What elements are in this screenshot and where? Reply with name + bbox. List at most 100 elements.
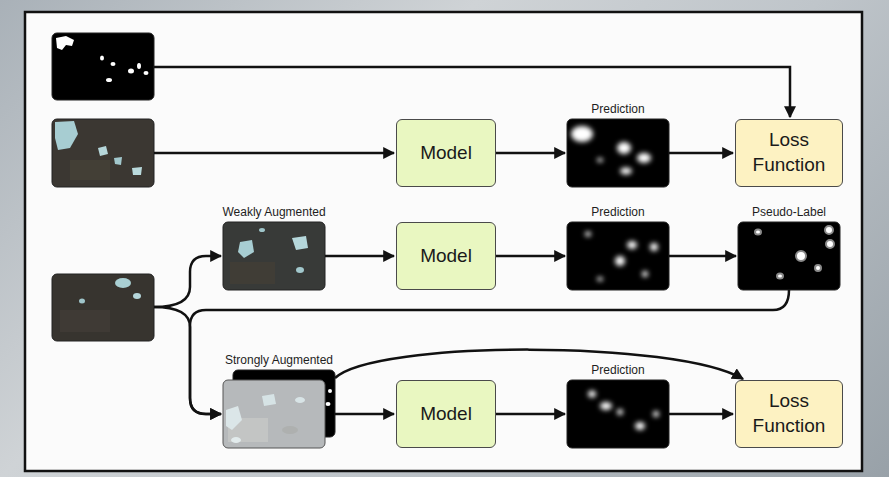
mask-image bbox=[106, 78, 112, 82]
augmented-image bbox=[326, 402, 331, 406]
box-label: Loss Function bbox=[740, 128, 838, 177]
input-wire bbox=[154, 67, 790, 414]
prediction-image bbox=[600, 402, 612, 410]
image-caption: Strongly Augmented bbox=[225, 353, 333, 368]
image-caption: Prediction bbox=[591, 102, 644, 117]
pseudo-label-image bbox=[755, 230, 761, 235]
flow-arrow bbox=[335, 350, 743, 379]
model-box: Model bbox=[396, 119, 496, 187]
augmented-image bbox=[328, 389, 332, 393]
prediction-image bbox=[567, 380, 669, 448]
prediction-image bbox=[585, 232, 591, 237]
prediction-image bbox=[588, 391, 659, 431]
mask-image bbox=[111, 62, 116, 66]
augmented-image: Strongly Augmented bbox=[223, 370, 335, 448]
prediction-image bbox=[653, 411, 659, 417]
prediction-image bbox=[627, 241, 637, 249]
augmented-image bbox=[282, 426, 298, 434]
satellite-image bbox=[79, 299, 85, 304]
augmented-image bbox=[296, 267, 304, 273]
box-label: Model bbox=[420, 141, 472, 166]
flow-arrow bbox=[496, 413, 565, 416]
augmented-image bbox=[223, 380, 325, 448]
augmented-image bbox=[226, 406, 242, 430]
augmented-image bbox=[230, 262, 275, 284]
satellite-image bbox=[52, 119, 154, 187]
flow-arrow bbox=[669, 255, 736, 258]
caption-row: Pseudo-Label bbox=[738, 205, 840, 220]
flow-arrow bbox=[496, 152, 565, 155]
caption-row: Prediction bbox=[567, 205, 669, 220]
panel bbox=[25, 12, 862, 471]
mask-image bbox=[52, 33, 154, 100]
caption-row: Weakly Augmented bbox=[223, 205, 325, 220]
augmented-image bbox=[223, 222, 325, 290]
prediction-image bbox=[567, 119, 669, 187]
satellite-image bbox=[114, 157, 122, 165]
box-label: Loss Function bbox=[740, 389, 838, 438]
prediction-image bbox=[567, 380, 669, 448]
mask-image bbox=[100, 56, 104, 61]
flow-arrow bbox=[325, 255, 394, 258]
satellite-image bbox=[52, 274, 154, 341]
prediction-image bbox=[597, 277, 603, 281]
flow-arrow bbox=[669, 152, 733, 155]
prediction-image bbox=[615, 256, 625, 266]
flow-arrow bbox=[669, 413, 733, 416]
input-wire bbox=[154, 152, 394, 155]
flow-arrow bbox=[496, 255, 565, 258]
pseudo-label-image bbox=[796, 251, 806, 261]
prediction-image bbox=[571, 126, 593, 142]
model-box: Model bbox=[396, 380, 496, 448]
model-box: Model bbox=[396, 222, 496, 290]
caption-row: Prediction bbox=[567, 363, 669, 378]
prediction-image bbox=[650, 243, 658, 251]
pseudo-label-image bbox=[777, 274, 783, 279]
input-wire bbox=[154, 67, 790, 117]
caption-row: Strongly Augmented bbox=[223, 353, 335, 368]
augmented-image bbox=[259, 228, 265, 232]
loss-box: Loss Function bbox=[735, 119, 843, 187]
prediction-image bbox=[637, 153, 651, 163]
augmented-image bbox=[223, 222, 325, 290]
satellite-image bbox=[60, 310, 110, 332]
prediction-image bbox=[588, 391, 596, 398]
prediction-image bbox=[620, 168, 632, 175]
image-caption: Pseudo-Label bbox=[752, 205, 826, 220]
augmented-image bbox=[231, 437, 241, 443]
pseudo-label-image bbox=[755, 226, 834, 279]
mask-image bbox=[52, 33, 154, 100]
prediction-image bbox=[567, 222, 669, 290]
satellite-image bbox=[52, 119, 154, 187]
pseudo-label-image: Pseudo-Label bbox=[738, 222, 840, 290]
satellite-image bbox=[55, 121, 78, 150]
satellite-image bbox=[70, 160, 110, 180]
prediction-image: Prediction bbox=[567, 119, 669, 187]
augmented-image bbox=[223, 370, 335, 448]
prediction-image bbox=[567, 119, 669, 187]
prediction-image bbox=[597, 158, 603, 162]
prediction-image bbox=[635, 422, 645, 430]
prediction-image bbox=[617, 409, 623, 415]
mask-image bbox=[56, 36, 74, 50]
prediction-image bbox=[571, 126, 651, 175]
image-caption: Prediction bbox=[591, 363, 644, 378]
flow-arrow bbox=[335, 413, 394, 416]
prediction-image bbox=[617, 142, 631, 154]
prediction-image: Prediction bbox=[567, 222, 669, 290]
loss-box: Loss Function bbox=[735, 380, 843, 448]
prediction-image bbox=[585, 232, 658, 282]
box-label: Model bbox=[420, 244, 472, 269]
box-label: Model bbox=[420, 402, 472, 427]
input-wire bbox=[154, 256, 221, 307]
pseudo-label-image bbox=[738, 222, 840, 290]
satellite-image bbox=[52, 274, 154, 341]
caption-row: Prediction bbox=[567, 102, 669, 117]
prediction-image: Prediction bbox=[567, 380, 669, 448]
pseudo-label-image bbox=[825, 226, 833, 234]
satellite-image bbox=[132, 167, 142, 175]
prediction-image bbox=[642, 271, 648, 277]
augmented-image bbox=[262, 394, 276, 406]
pseudo-label-image bbox=[738, 222, 840, 290]
satellite-image bbox=[98, 146, 108, 156]
